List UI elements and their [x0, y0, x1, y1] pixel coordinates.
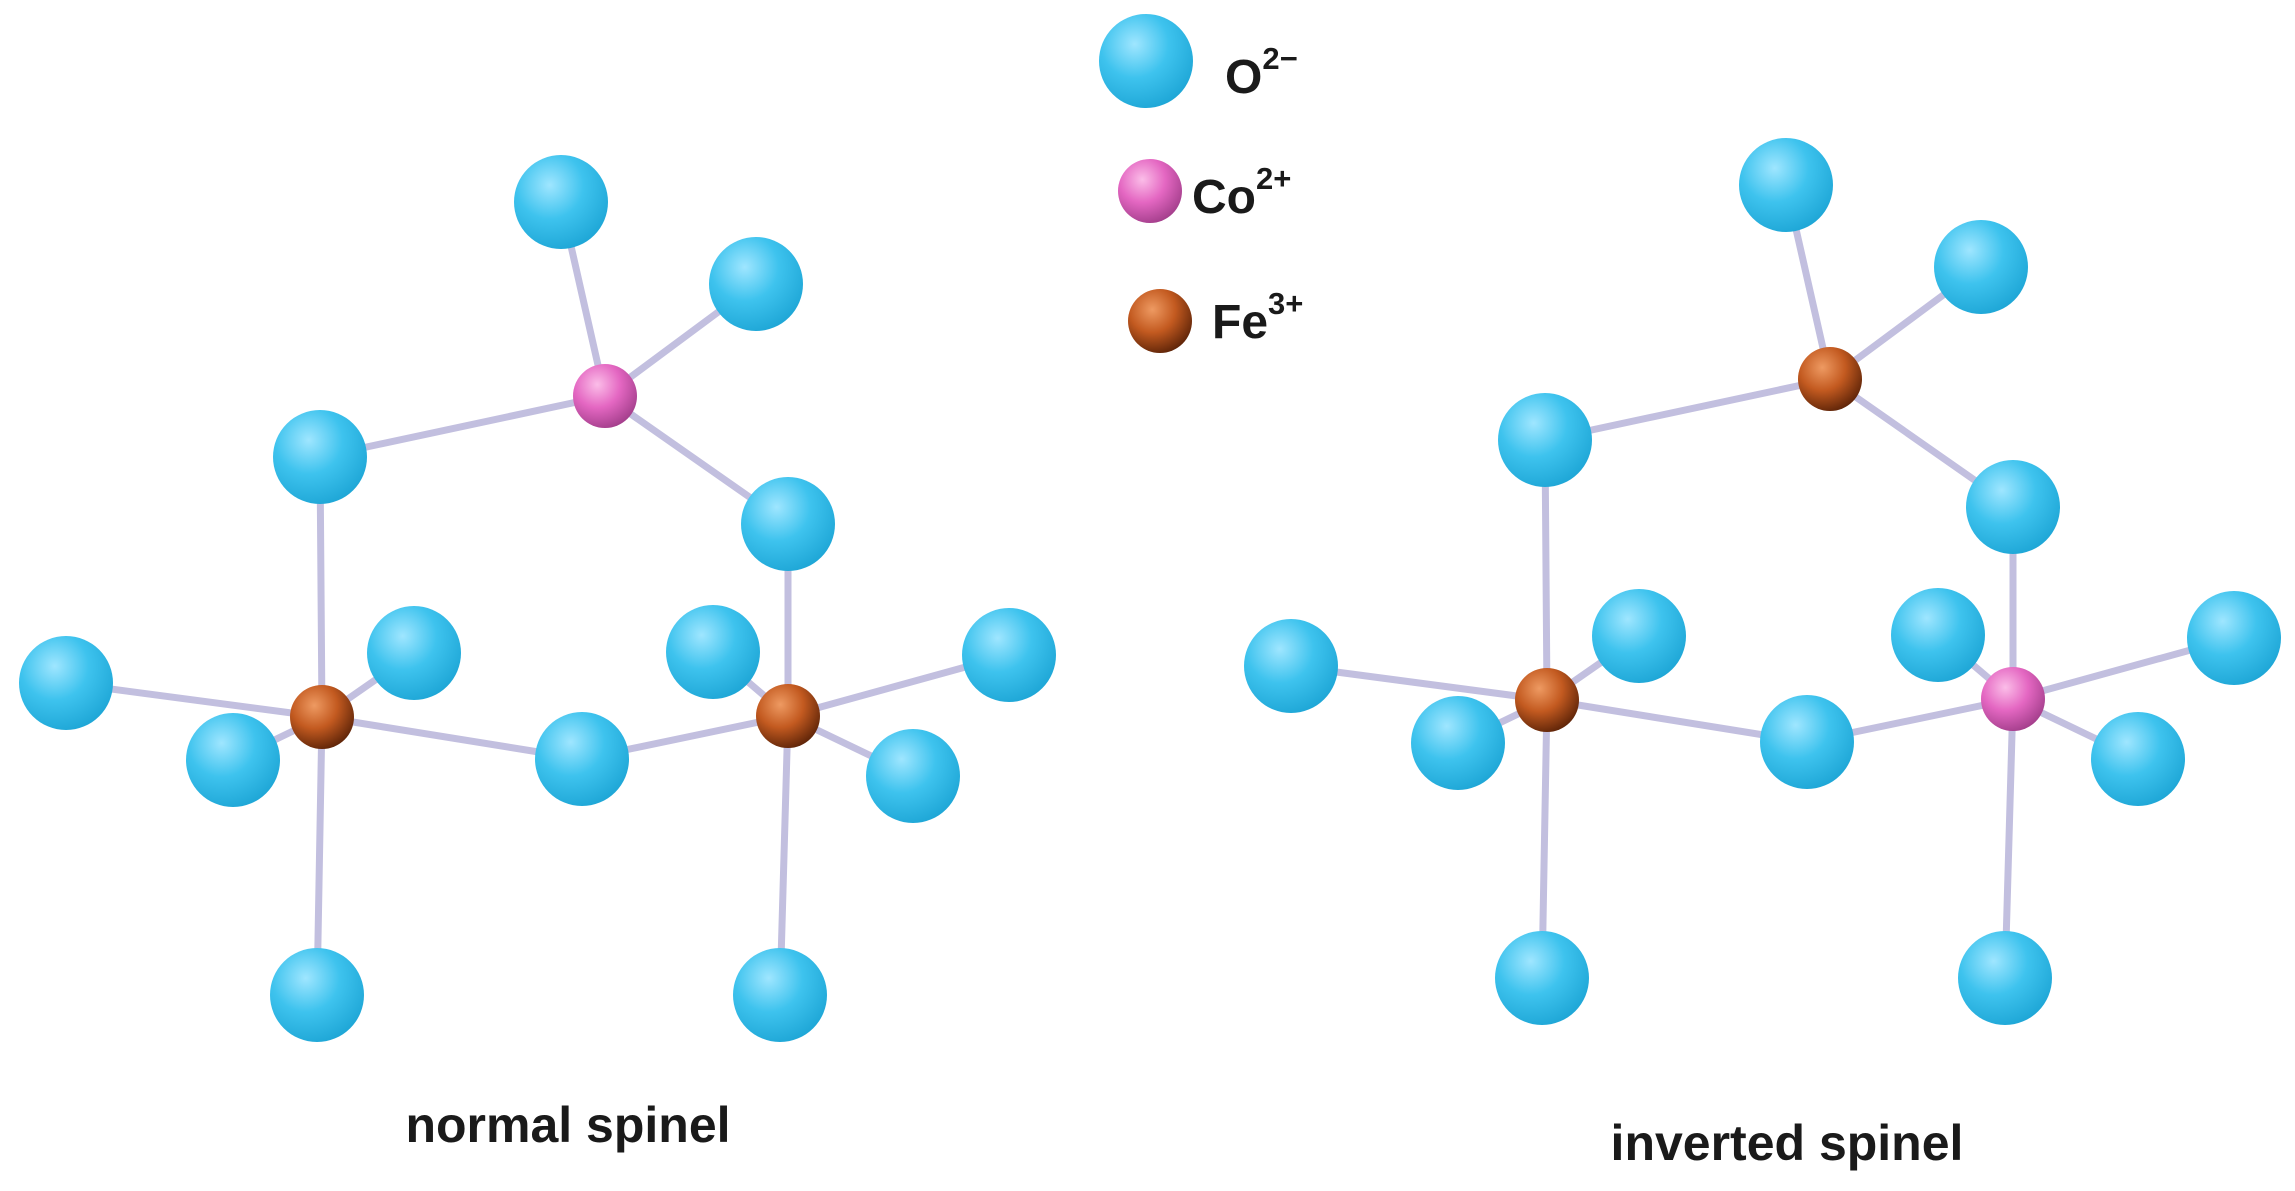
inverted-spinel-oxygen-atom [1891, 588, 1985, 682]
legend-oxygen-sphere [1099, 14, 1193, 108]
normal-spinel-octahedral-iron-atom [756, 684, 820, 748]
normal-spinel-oxygen-atom [186, 713, 280, 807]
inverted-spinel-oxygen-atom [1934, 220, 2028, 314]
legend-cobalt-sphere [1118, 159, 1182, 223]
legend-iron-atom [1128, 289, 1192, 353]
legend-iron-sphere [1128, 289, 1192, 353]
inverted-spinel-oxygen-atom [2091, 712, 2185, 806]
normal-spinel-oxygen-atom [962, 608, 1056, 702]
legend-cobalt-charge: 2+ [1256, 161, 1291, 196]
inverted-spinel-oxygen-atom [1592, 589, 1686, 683]
normal-spinel-oxygen-atom [270, 948, 364, 1042]
inverted-spinel-octahedral-cobalt-atom [1981, 667, 2045, 731]
inverted-spinel-oxygen-atom [1498, 393, 1592, 487]
legend-iron-label: Fe3+ [1212, 286, 1303, 349]
normal-spinel-octahedral-iron-atom [290, 685, 354, 749]
legend: O2− Co2+ Fe3+ [1099, 14, 1303, 353]
normal-spinel-oxygen-atom [535, 712, 629, 806]
normal-spinel-oxygen-atom [666, 605, 760, 699]
legend-iron-charge: 3+ [1268, 286, 1303, 321]
legend-cobalt-label: Co2+ [1192, 161, 1291, 224]
inverted-spinel-oxygen-atom [1966, 460, 2060, 554]
normal-spinel-oxygen-atom [741, 477, 835, 571]
legend-oxygen-symbol: O [1225, 51, 1262, 104]
normal-spinel-oxygen-atom [709, 237, 803, 331]
normal-spinel-oxygen-atom [514, 155, 608, 249]
inverted-spinel-octahedral-iron-atom [1515, 668, 1579, 732]
normal-spinel-tetrahedral-cobalt-atom [573, 364, 637, 428]
inverted-spinel-oxygen-atom [2187, 591, 2281, 685]
normal-spinel-oxygen-atom [273, 410, 367, 504]
inverted-spinel-atoms [1244, 138, 2281, 1025]
legend-cobalt-atom [1118, 159, 1182, 223]
normal-spinel-bonds [62, 198, 1013, 999]
inverted-spinel-oxygen-atom [1411, 696, 1505, 790]
legend-cobalt-symbol: Co [1192, 171, 1256, 224]
normal-spinel-oxygen-atom [367, 606, 461, 700]
inverted-spinel-structure: inverted spinel [1244, 138, 2281, 1171]
normal-spinel-atoms [19, 155, 1056, 1042]
inverted-spinel-oxygen-atom [1495, 931, 1589, 1025]
inverted-spinel-bonds [1287, 181, 2238, 982]
inverted-spinel-oxygen-atom [1244, 619, 1338, 713]
inverted-spinel-oxygen-atom [1739, 138, 1833, 232]
normal-spinel-oxygen-atom [733, 948, 827, 1042]
legend-oxygen-label: O2− [1225, 41, 1298, 104]
normal-spinel-bond [316, 392, 609, 461]
legend-iron-symbol: Fe [1212, 296, 1268, 349]
legend-oxygen-charge: 2− [1262, 41, 1297, 76]
normal-spinel-structure: normal spinel [19, 155, 1056, 1153]
inverted-spinel-caption: inverted spinel [1611, 1115, 1964, 1171]
inverted-spinel-tetrahedral-iron-atom [1798, 347, 1862, 411]
normal-spinel-oxygen-atom [19, 636, 113, 730]
legend-oxygen-atom [1099, 14, 1193, 108]
normal-spinel-oxygen-atom [866, 729, 960, 823]
inverted-spinel-oxygen-atom [1958, 931, 2052, 1025]
inverted-spinel-bond [1541, 375, 1834, 444]
inverted-spinel-oxygen-atom [1760, 695, 1854, 789]
normal-spinel-caption: normal spinel [405, 1097, 730, 1153]
